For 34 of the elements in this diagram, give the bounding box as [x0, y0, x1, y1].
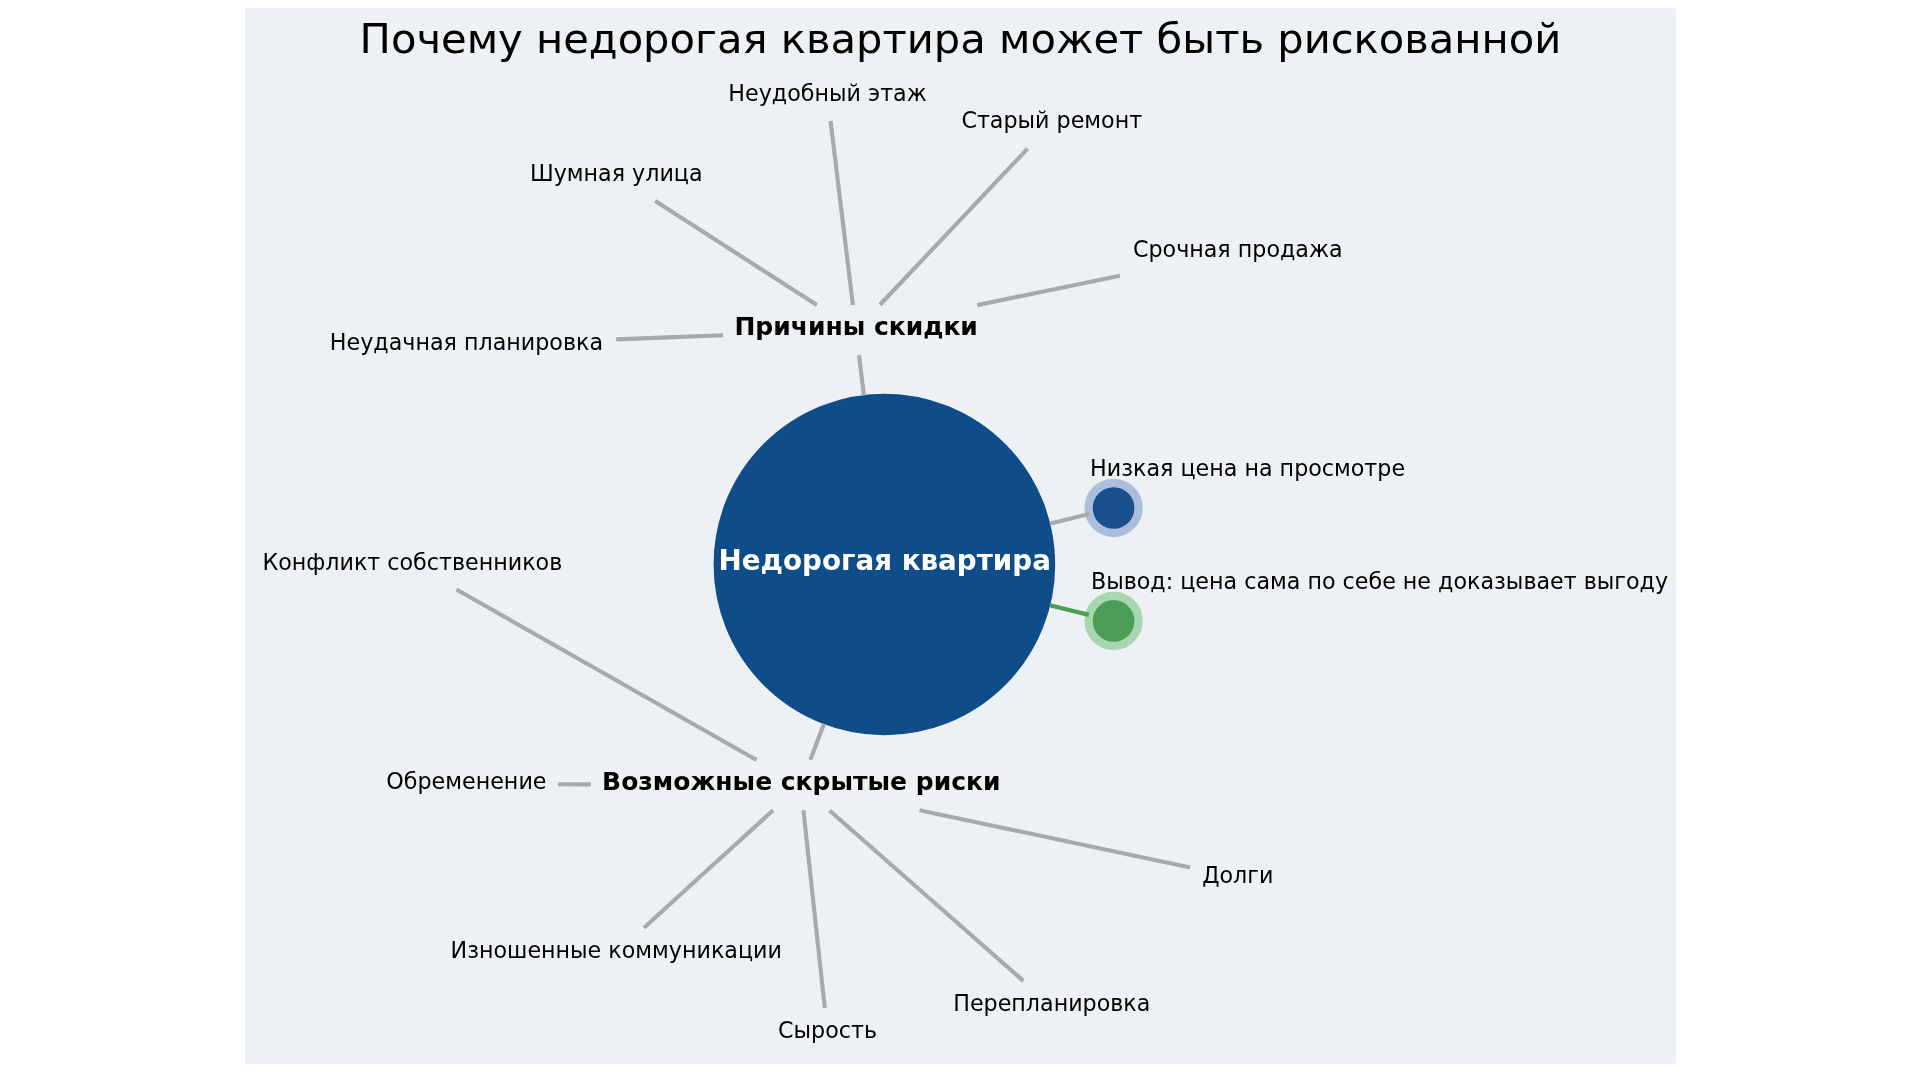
connector — [1048, 603, 1089, 617]
connector — [1048, 512, 1089, 526]
connector — [918, 808, 1190, 870]
node-circle — [1083, 478, 1143, 538]
diagram-title: Почему недорогая квартира может быть рискованной — [359, 13, 1561, 63]
node-circle — [1083, 591, 1143, 651]
node-text: Конфликт собственников — [261, 548, 562, 575]
connector — [828, 120, 855, 306]
connector — [807, 722, 826, 761]
node-text: Причины скидки — [733, 311, 978, 341]
connector — [557, 782, 591, 787]
node-text: Обременение — [385, 768, 546, 795]
connector — [454, 587, 758, 762]
node-text: Шумная улица — [529, 160, 703, 187]
node-text: Перепланировка — [952, 990, 1150, 1017]
node-label: Вывод: цена сама по себе не доказывает выгоду — [1090, 567, 1668, 594]
connector — [800, 810, 827, 1009]
connector — [976, 273, 1120, 308]
node-label: Низкая цена на просмотре — [1089, 454, 1405, 481]
node-text: Долги — [1201, 861, 1273, 888]
connector — [642, 808, 774, 930]
connector — [827, 808, 1025, 983]
connector — [615, 333, 723, 342]
connector — [856, 355, 866, 396]
connector — [877, 147, 1029, 307]
node-text: Старый ремонт — [960, 107, 1142, 134]
node-text: Срочная продажа — [1132, 235, 1343, 262]
node-circle: Недорогая квартира — [713, 393, 1055, 736]
node-text: Неудобный этаж — [727, 80, 927, 107]
node-text: Изношенные коммуникации — [450, 937, 782, 964]
node-text: Сырость — [777, 1017, 877, 1044]
node-text: Неудачная планировка — [329, 329, 603, 356]
node-text: Возможные скрытые риски — [601, 766, 1000, 796]
connector — [653, 199, 818, 307]
